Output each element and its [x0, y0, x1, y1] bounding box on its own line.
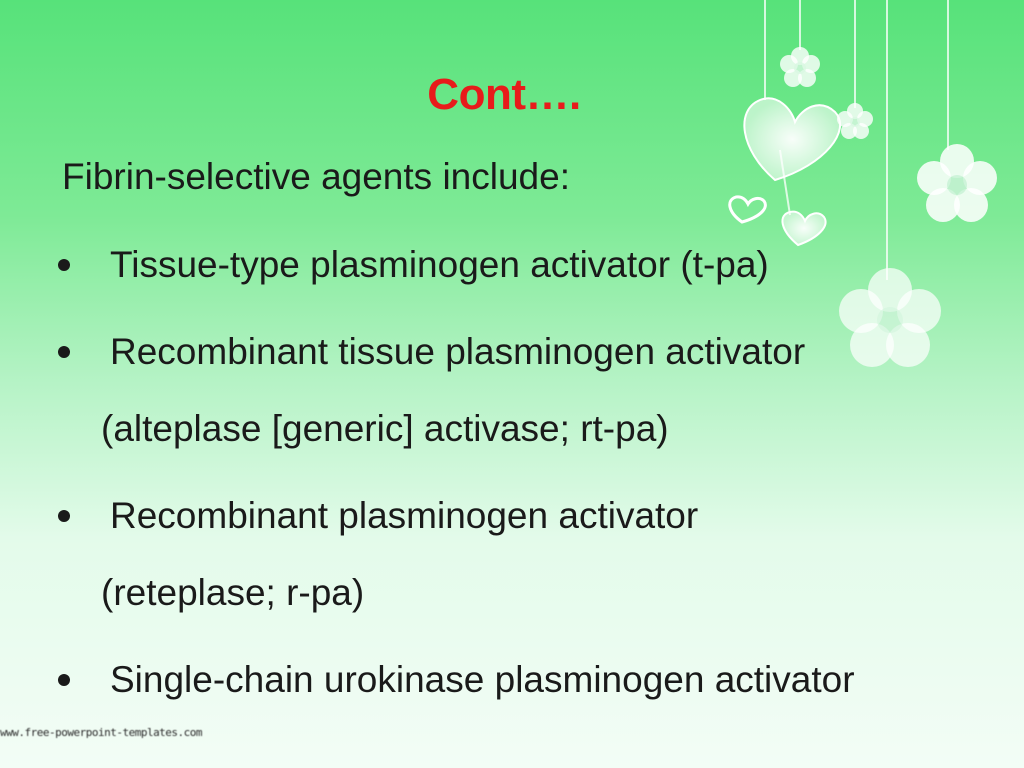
heart-icon: [781, 210, 827, 247]
heart-icon: [728, 195, 767, 224]
heart-icon: [743, 97, 841, 182]
list-item-continuation: (reteplase; r-pa): [101, 572, 365, 613]
list-item-text: Tissue-type plasminogen activator (t-pa): [110, 244, 769, 285]
list-item-text: Recombinant plasminogen activator: [110, 495, 699, 536]
bullet-dot-icon: [58, 259, 70, 271]
list-item-text: Single-chain urokinase plasminogen activ…: [110, 659, 855, 700]
flower-icon: [837, 103, 873, 139]
flower-icon: [780, 47, 820, 87]
intro-text: Fibrin-selective agents include:: [62, 156, 570, 197]
watermark: www.free-powerpoint-templates.com: [0, 726, 203, 739]
list-item-text: Recombinant tissue plasminogen activator: [110, 331, 806, 372]
list-item-continuation: (alteplase [generic] activase; rt-pa): [101, 408, 669, 449]
flower-icon: [839, 268, 941, 367]
bullet-dot-icon: [58, 346, 70, 358]
page-title: Cont….: [427, 70, 581, 119]
bullet-dot-icon: [58, 510, 70, 522]
flower-icon: [917, 144, 997, 222]
bullet-dot-icon: [58, 674, 70, 686]
